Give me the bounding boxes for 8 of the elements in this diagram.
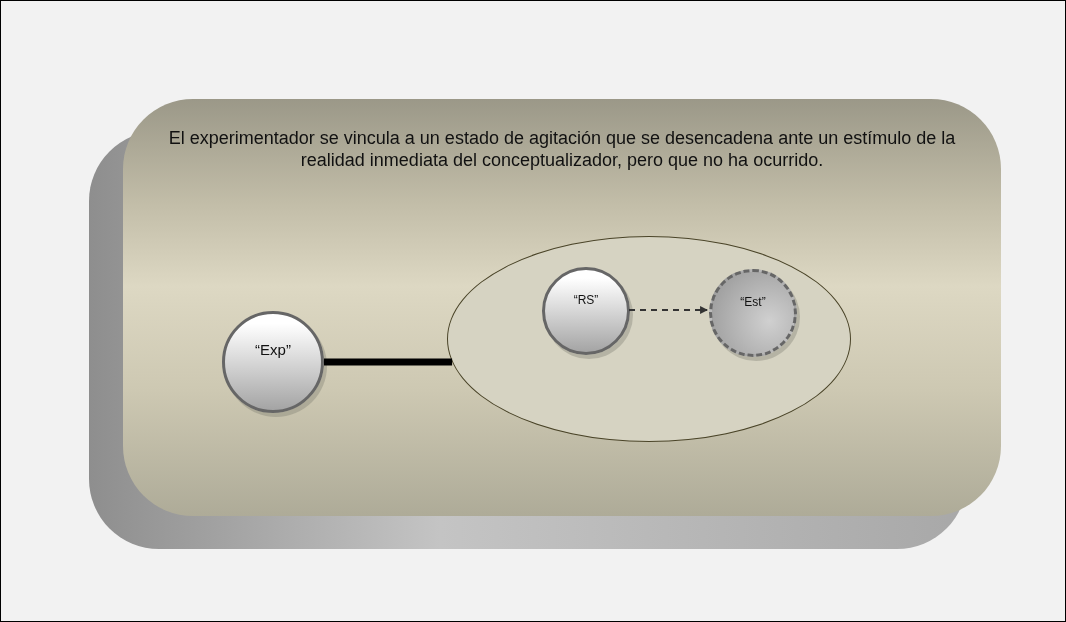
node-label: “RS” xyxy=(572,292,600,307)
node-label: “Est” xyxy=(739,294,767,309)
rounded-panel xyxy=(123,99,1001,516)
connector-line xyxy=(324,358,453,366)
panel-description: El experimentador se vincula a un estado de agitación que se desencadena ante un estímulo de la realidad inmediata del conceptualizador, pero que no ha ocurrido. xyxy=(167,127,957,171)
circle-node xyxy=(709,269,797,357)
node-label: “Exp” xyxy=(254,340,292,358)
arrow xyxy=(628,306,709,314)
